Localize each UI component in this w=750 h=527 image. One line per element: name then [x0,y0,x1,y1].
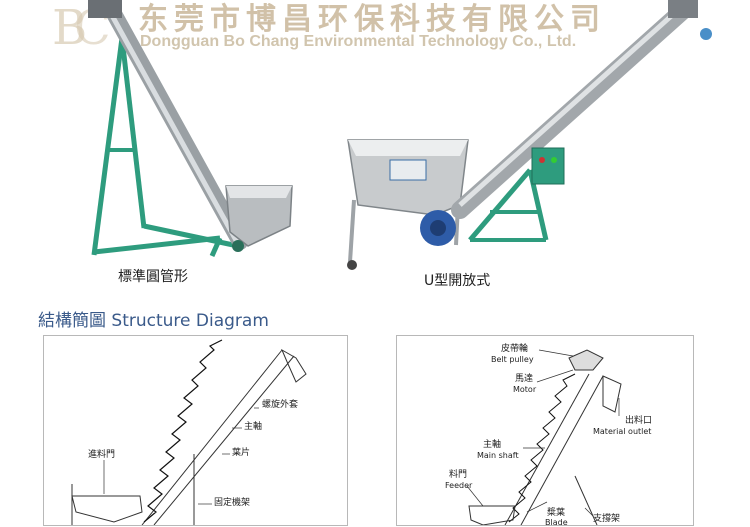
label-belt-pulley-cn: 皮帶輪 [501,344,529,354]
label-shaft-cn: 主軸 [483,440,502,450]
diagram-left-drawing [71,339,307,525]
structure-diagram-left: 螺旋外套 主軸 葉片 進料門 固定機架 [43,335,348,526]
section-title: 結構簡圖 Structure Diagram [38,311,269,331]
svg-text:B: B [52,0,87,50]
label-blade: 葉片 [232,448,251,458]
product-caption-round-tube: 標準圓管形 [118,269,188,285]
label-support-cn: 支撐架 [593,514,621,524]
label-shaft-en: Main shaft [477,451,519,460]
label-outlet-en: Material outlet [593,427,652,436]
diagram-right-drawing [466,349,622,525]
label-blade-cn: 槳葉 [547,508,566,518]
label-fixed-frame: 固定機架 [214,498,251,508]
structure-diagram-right: 皮帶輪 Belt pulley 馬達 Motor 出料口 Material ou… [396,335,694,527]
diagram-right-spiral [508,373,576,523]
label-feeder-en: Feeder [445,481,473,490]
label-blade-en: Blade [545,518,568,527]
watermark-company-en: Dongguan Bo Chang Environmental Technolo… [140,33,577,50]
product-photo-u-type [347,0,712,270]
label-outlet-cn: 出料口 [625,416,653,426]
watermark-company-cn: 东莞市博昌环保科技有限公司 [138,2,606,37]
label-motor-cn: 馬達 [515,374,534,384]
product-photo-round-tube [88,0,293,258]
product-caption-u-type: U型開放式 [424,273,491,289]
diagram-left-spiral [143,339,223,523]
label-feed-door: 進料門 [88,450,116,460]
label-main-shaft: 主軸 [244,422,263,432]
label-feeder-cn: 料門 [449,470,468,480]
label-belt-pulley-en: Belt pulley [491,355,534,364]
label-motor-en: Motor [513,385,537,394]
label-spiral-casing: 螺旋外套 [262,400,299,410]
